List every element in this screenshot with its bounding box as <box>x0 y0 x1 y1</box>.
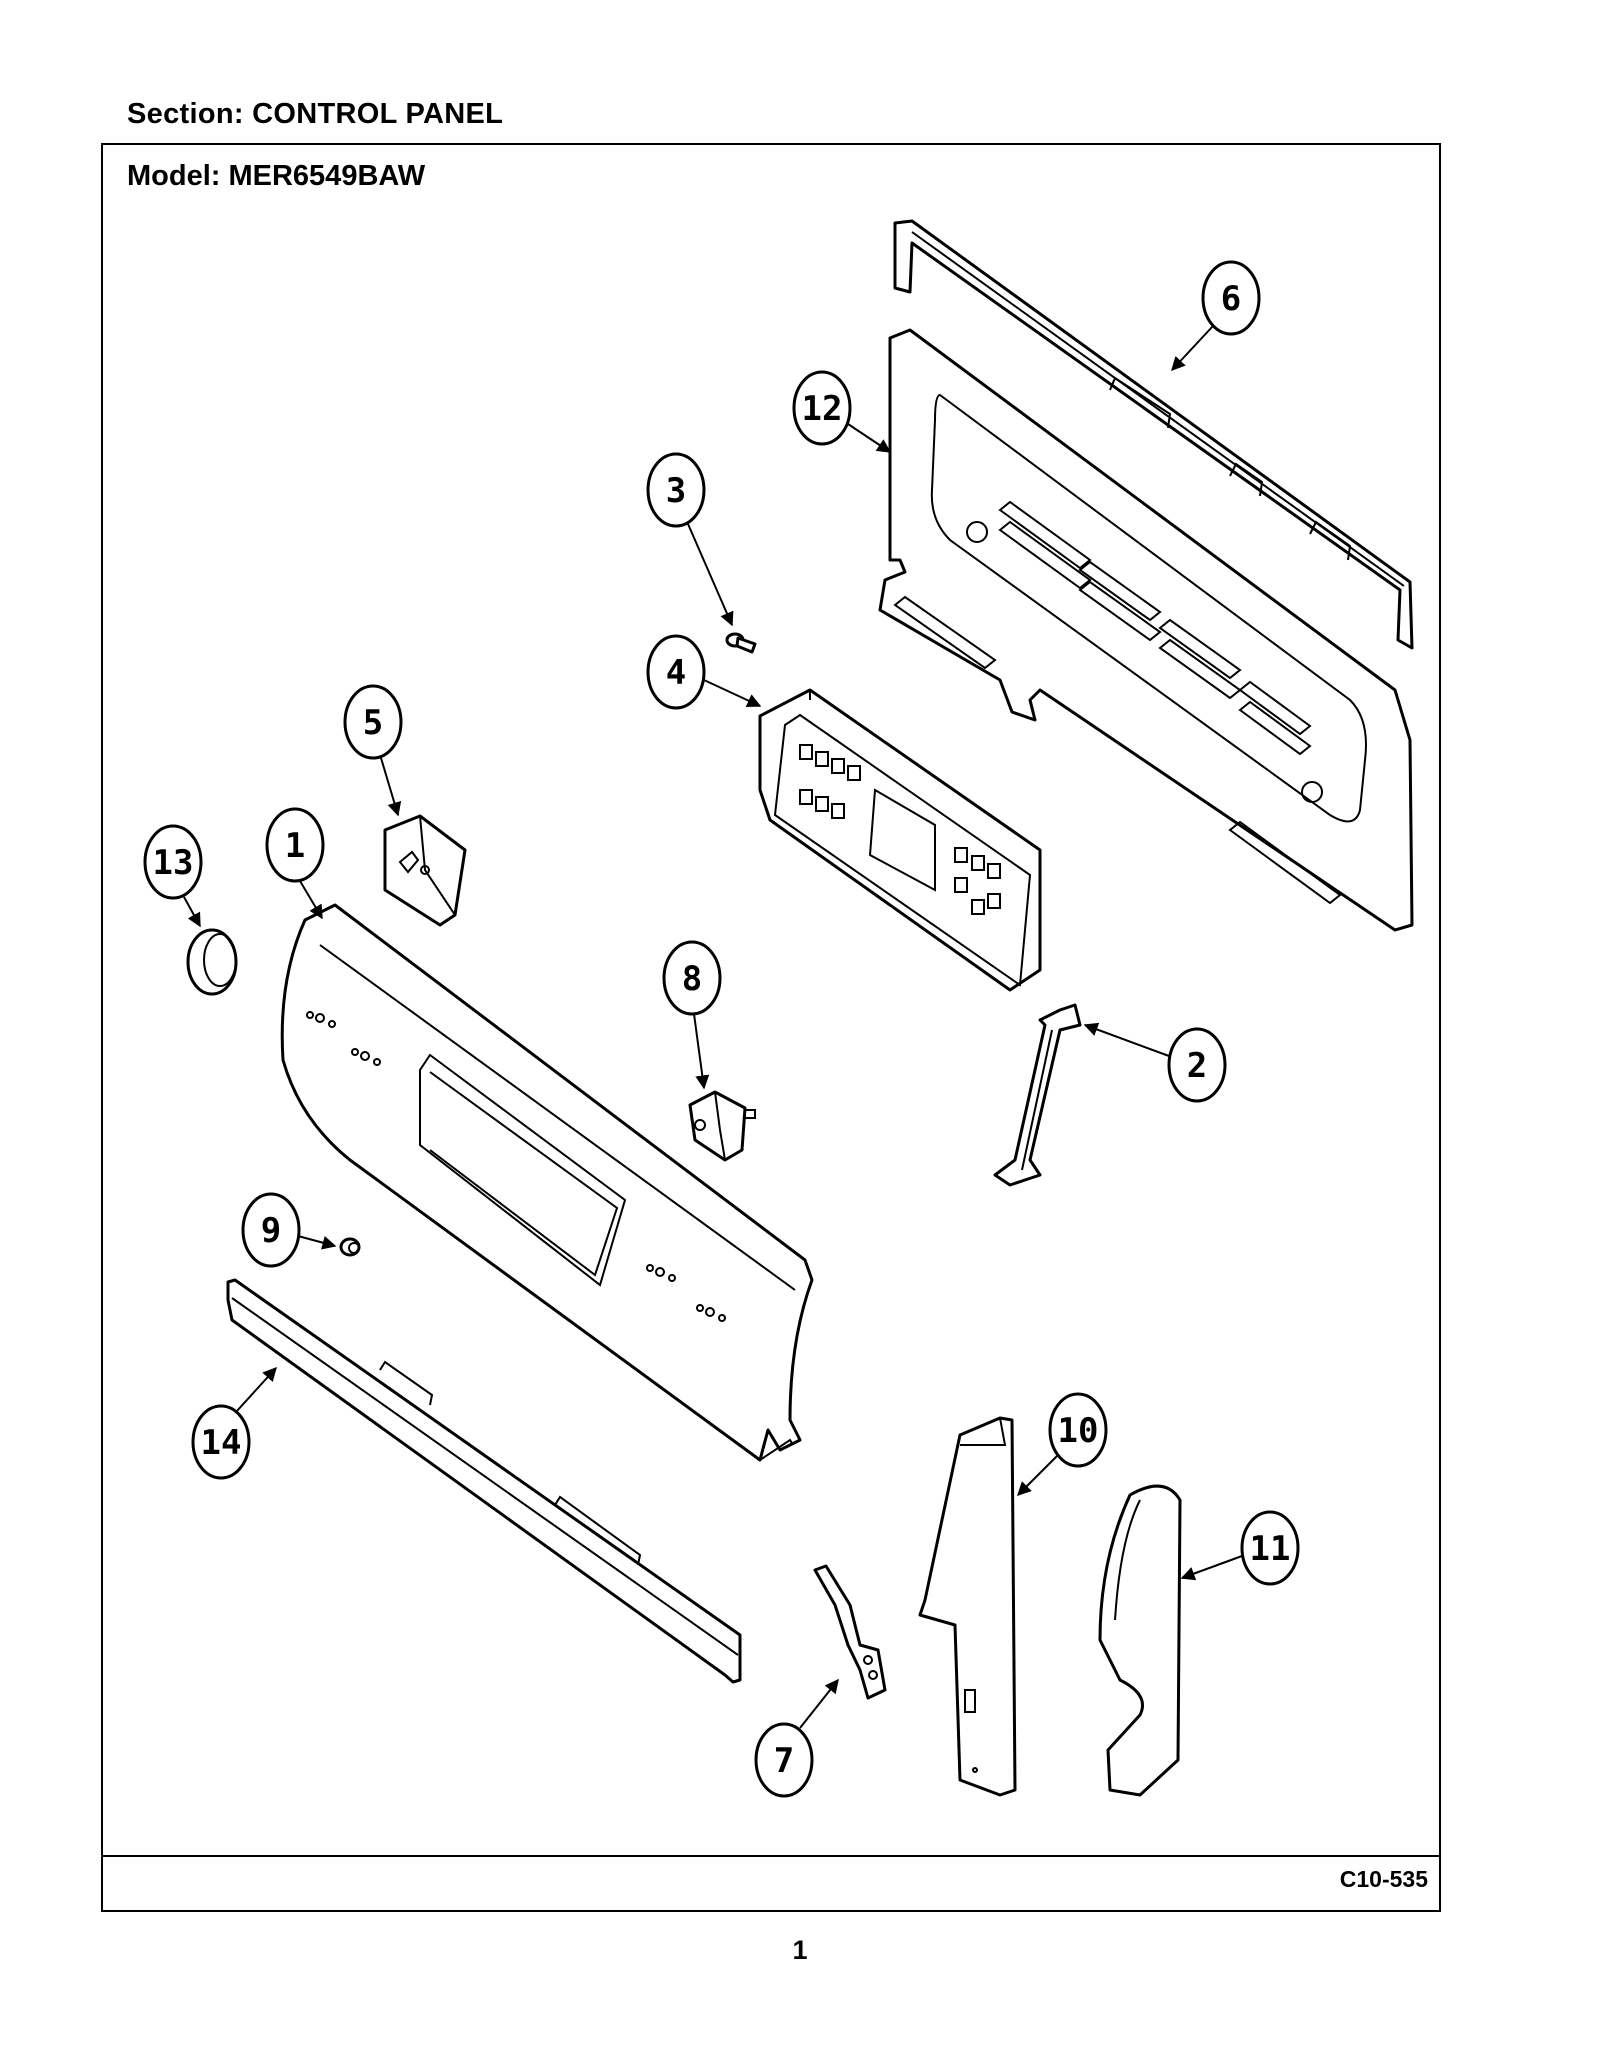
callout-number: 8 <box>682 959 702 999</box>
callout-number: 13 <box>153 843 194 883</box>
callout-number: 10 <box>1058 1411 1099 1451</box>
callout-2: 2 <box>1083 1022 1227 1103</box>
part-1-front-panel <box>280 903 814 1462</box>
callout-number: 12 <box>802 389 843 429</box>
part-5-switch <box>383 814 467 927</box>
callout-6: 6 <box>1171 260 1261 372</box>
callout-1: 1 <box>265 807 325 920</box>
part-9-clip <box>339 1237 361 1257</box>
part-13-knob-cap <box>186 928 238 996</box>
part-6-top-trim <box>893 219 1414 650</box>
callout-number: 6 <box>1221 279 1241 319</box>
callout-5: 5 <box>343 684 403 817</box>
part-14-bottom-trim <box>226 1278 742 1684</box>
callout-13: 13 <box>143 824 203 928</box>
section-title: Section: CONTROL PANEL <box>127 98 504 130</box>
callout-14: 14 <box>191 1366 277 1480</box>
callout-number: 4 <box>666 653 686 693</box>
diagram-code: C10-535 <box>1339 1866 1428 1892</box>
callout-number: 3 <box>666 471 686 511</box>
callout-9: 9 <box>241 1192 337 1268</box>
callout-number: 1 <box>285 826 305 866</box>
callout-number: 7 <box>774 1741 794 1781</box>
part-11-end-cap <box>1098 1484 1182 1797</box>
callout-8: 8 <box>662 940 722 1090</box>
part-12-slots <box>893 500 1342 905</box>
diagram-frame <box>101 143 1441 1912</box>
part-2-bracket <box>993 1003 1082 1187</box>
callout-7: 7 <box>754 1678 839 1798</box>
footer-divider <box>101 1855 1441 1857</box>
part-12-rear-panel <box>878 328 1414 932</box>
part-10-side-trim <box>918 1416 1017 1797</box>
callout-3: 3 <box>646 452 734 627</box>
part-4-control-board <box>758 688 1042 992</box>
part-3-screw <box>725 632 757 654</box>
part-8-switch <box>688 1090 756 1162</box>
callout-number: 9 <box>261 1211 281 1251</box>
part-7-bracket <box>813 1564 887 1700</box>
callout-10: 10 <box>1017 1392 1108 1496</box>
callout-4: 4 <box>646 634 762 710</box>
callout-number: 11 <box>1250 1529 1291 1569</box>
callout-12: 12 <box>792 370 892 453</box>
page-number: 1 <box>792 1935 808 1965</box>
callout-number: 2 <box>1187 1046 1207 1086</box>
callout-number: 14 <box>201 1423 242 1463</box>
model-label: Model: MER6549BAW <box>127 160 426 192</box>
callout-number: 5 <box>363 703 383 743</box>
callout-11: 11 <box>1180 1510 1300 1586</box>
part-1-dots <box>306 1011 726 1322</box>
